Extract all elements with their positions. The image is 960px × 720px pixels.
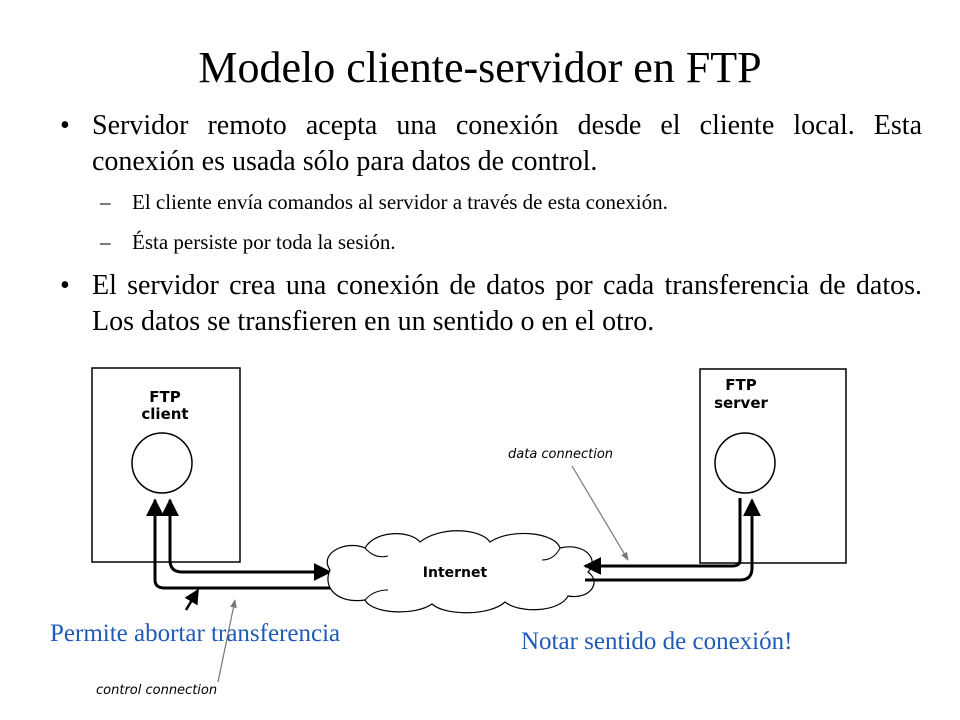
subitem-text: Ésta persiste por toda la sesión.: [132, 230, 396, 254]
annotation-connection-direction: Notar sentido de conexión!: [521, 628, 793, 655]
server-label-line2: server: [714, 394, 768, 412]
bullet-marker: •: [60, 270, 70, 301]
bullet-marker: •: [60, 110, 70, 141]
abort-pointer-arrow: [184, 588, 200, 611]
bullet-text: Servidor remoto acepta una conexión desd…: [92, 110, 922, 177]
data-connection-pointer: [571, 465, 629, 561]
subitem-marker: –: [100, 230, 111, 254]
data-connection-line-client: [161, 498, 332, 581]
data-connection-line-server: [583, 498, 742, 575]
client-label-line2: client: [141, 405, 188, 423]
subitem-marker: –: [100, 190, 111, 214]
control-connection-line: [153, 579, 335, 590]
subitem-text: El cliente envía comandos al servidor a …: [132, 190, 668, 214]
server-process-circle: [714, 432, 776, 494]
client-process-circle: [131, 432, 193, 494]
slide-title: Modelo cliente-servidor en FTP: [198, 43, 762, 92]
data-connection-label: data connection: [508, 447, 613, 462]
server-label-line1: FTP: [725, 376, 756, 394]
internet-label: Internet: [423, 565, 488, 581]
annotation-abort-transfer: Permite abortar transferencia: [50, 620, 341, 647]
client-label-line1: FTP: [149, 388, 180, 406]
control-connection-pointer: [217, 599, 237, 683]
bullet-text: El servidor crea una conexión de datos p…: [92, 270, 922, 337]
control-connection-line-server: [585, 498, 761, 582]
control-connection-label: control connection: [96, 683, 217, 698]
